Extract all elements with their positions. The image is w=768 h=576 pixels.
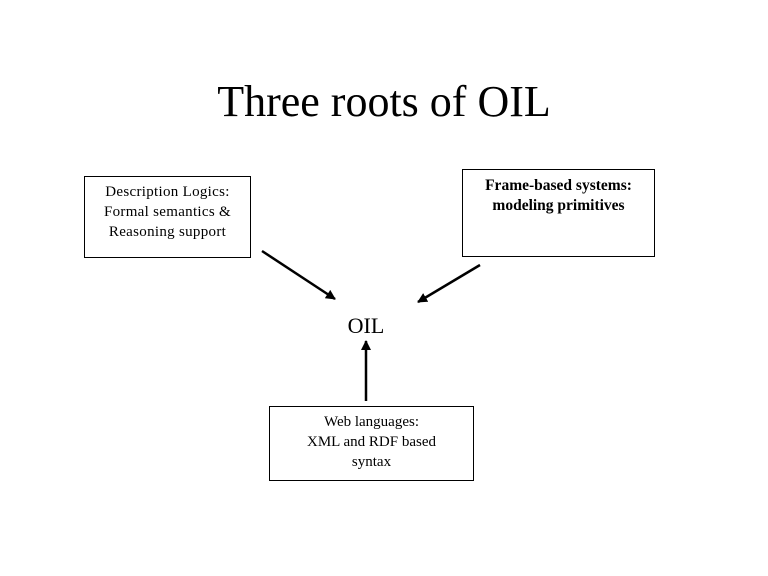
web-languages-box: Web languages: XML and RDF based syntax xyxy=(269,406,474,481)
description-logics-line-2: Formal semantics & xyxy=(103,204,232,220)
frame-based-systems-box: Frame-based systems: modeling primitives xyxy=(462,169,655,257)
frame-based-line-1: Frame-based systems: xyxy=(485,177,632,194)
description-logics-line-3: Reasoning support xyxy=(108,224,227,240)
arrow-from-description-logics xyxy=(261,249,336,301)
frame-based-line-2: modeling primitives xyxy=(492,197,625,214)
oil-center-label: OIL xyxy=(347,313,385,338)
arrow-from-frame-based-systems xyxy=(417,263,481,304)
description-logics-line-1: Description Logics: xyxy=(105,184,230,200)
description-logics-box: Description Logics: Formal semantics & R… xyxy=(84,176,251,258)
slide-title: Three roots of OIL xyxy=(217,77,551,126)
web-languages-line-2: XML and RDF based xyxy=(306,434,437,450)
web-languages-line-1: Web languages: xyxy=(323,414,419,430)
web-languages-line-3: syntax xyxy=(351,454,392,470)
